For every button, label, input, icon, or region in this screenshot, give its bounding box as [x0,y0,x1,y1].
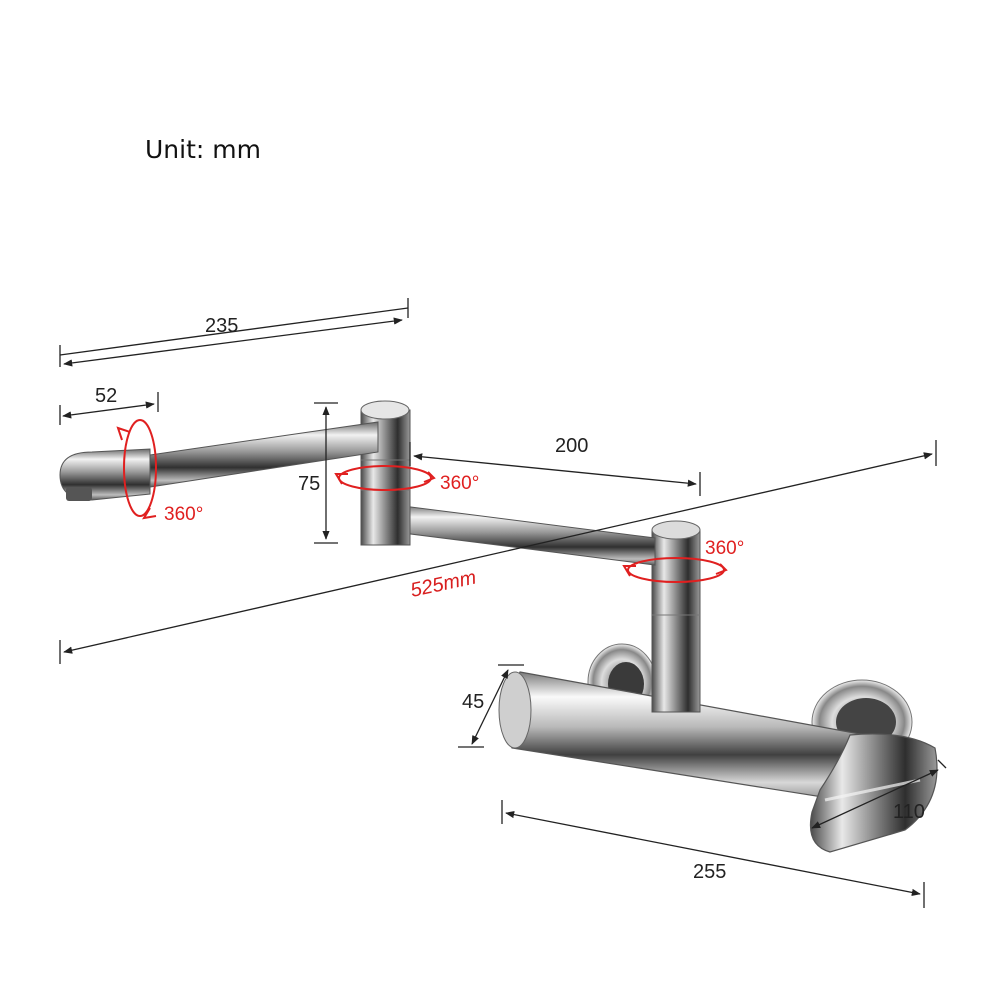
rotation-label-spout: 360° [164,504,203,525]
dimension-label-110: 110 [893,801,925,823]
rotation-label-middle-joint: 360° [440,473,479,494]
dimension-label-45: 45 [462,691,484,713]
dimension-line-525 [59,440,937,664]
middle-swivel-joint [360,400,411,546]
rotation-arrow-base-joint [622,557,728,583]
middle-arm [386,503,656,566]
dimension-label-255: 255 [693,861,726,883]
spout-arm [149,421,379,488]
dimension-line-45 [458,664,524,748]
dimension-label-235: 235 [205,315,238,337]
dimension-label-525: 525mm [408,567,478,602]
unit-label: Unit: mm [145,135,261,164]
spout-head [59,448,151,501]
dimension-label-75: 75 [298,473,320,495]
dimension-line-110 [811,759,947,829]
dimension-label-200: 200 [555,435,588,457]
rotation-arrow-middle-joint [334,465,436,491]
dimension-label-52: 52 [95,385,117,407]
dimension-line-255 [501,800,925,908]
dimension-line-235 [59,298,409,367]
riser-pipe [651,520,701,713]
rotation-label-base-joint: 360° [705,538,744,559]
dimension-line-52 [59,392,159,425]
rotation-arrow-spout [116,419,157,520]
